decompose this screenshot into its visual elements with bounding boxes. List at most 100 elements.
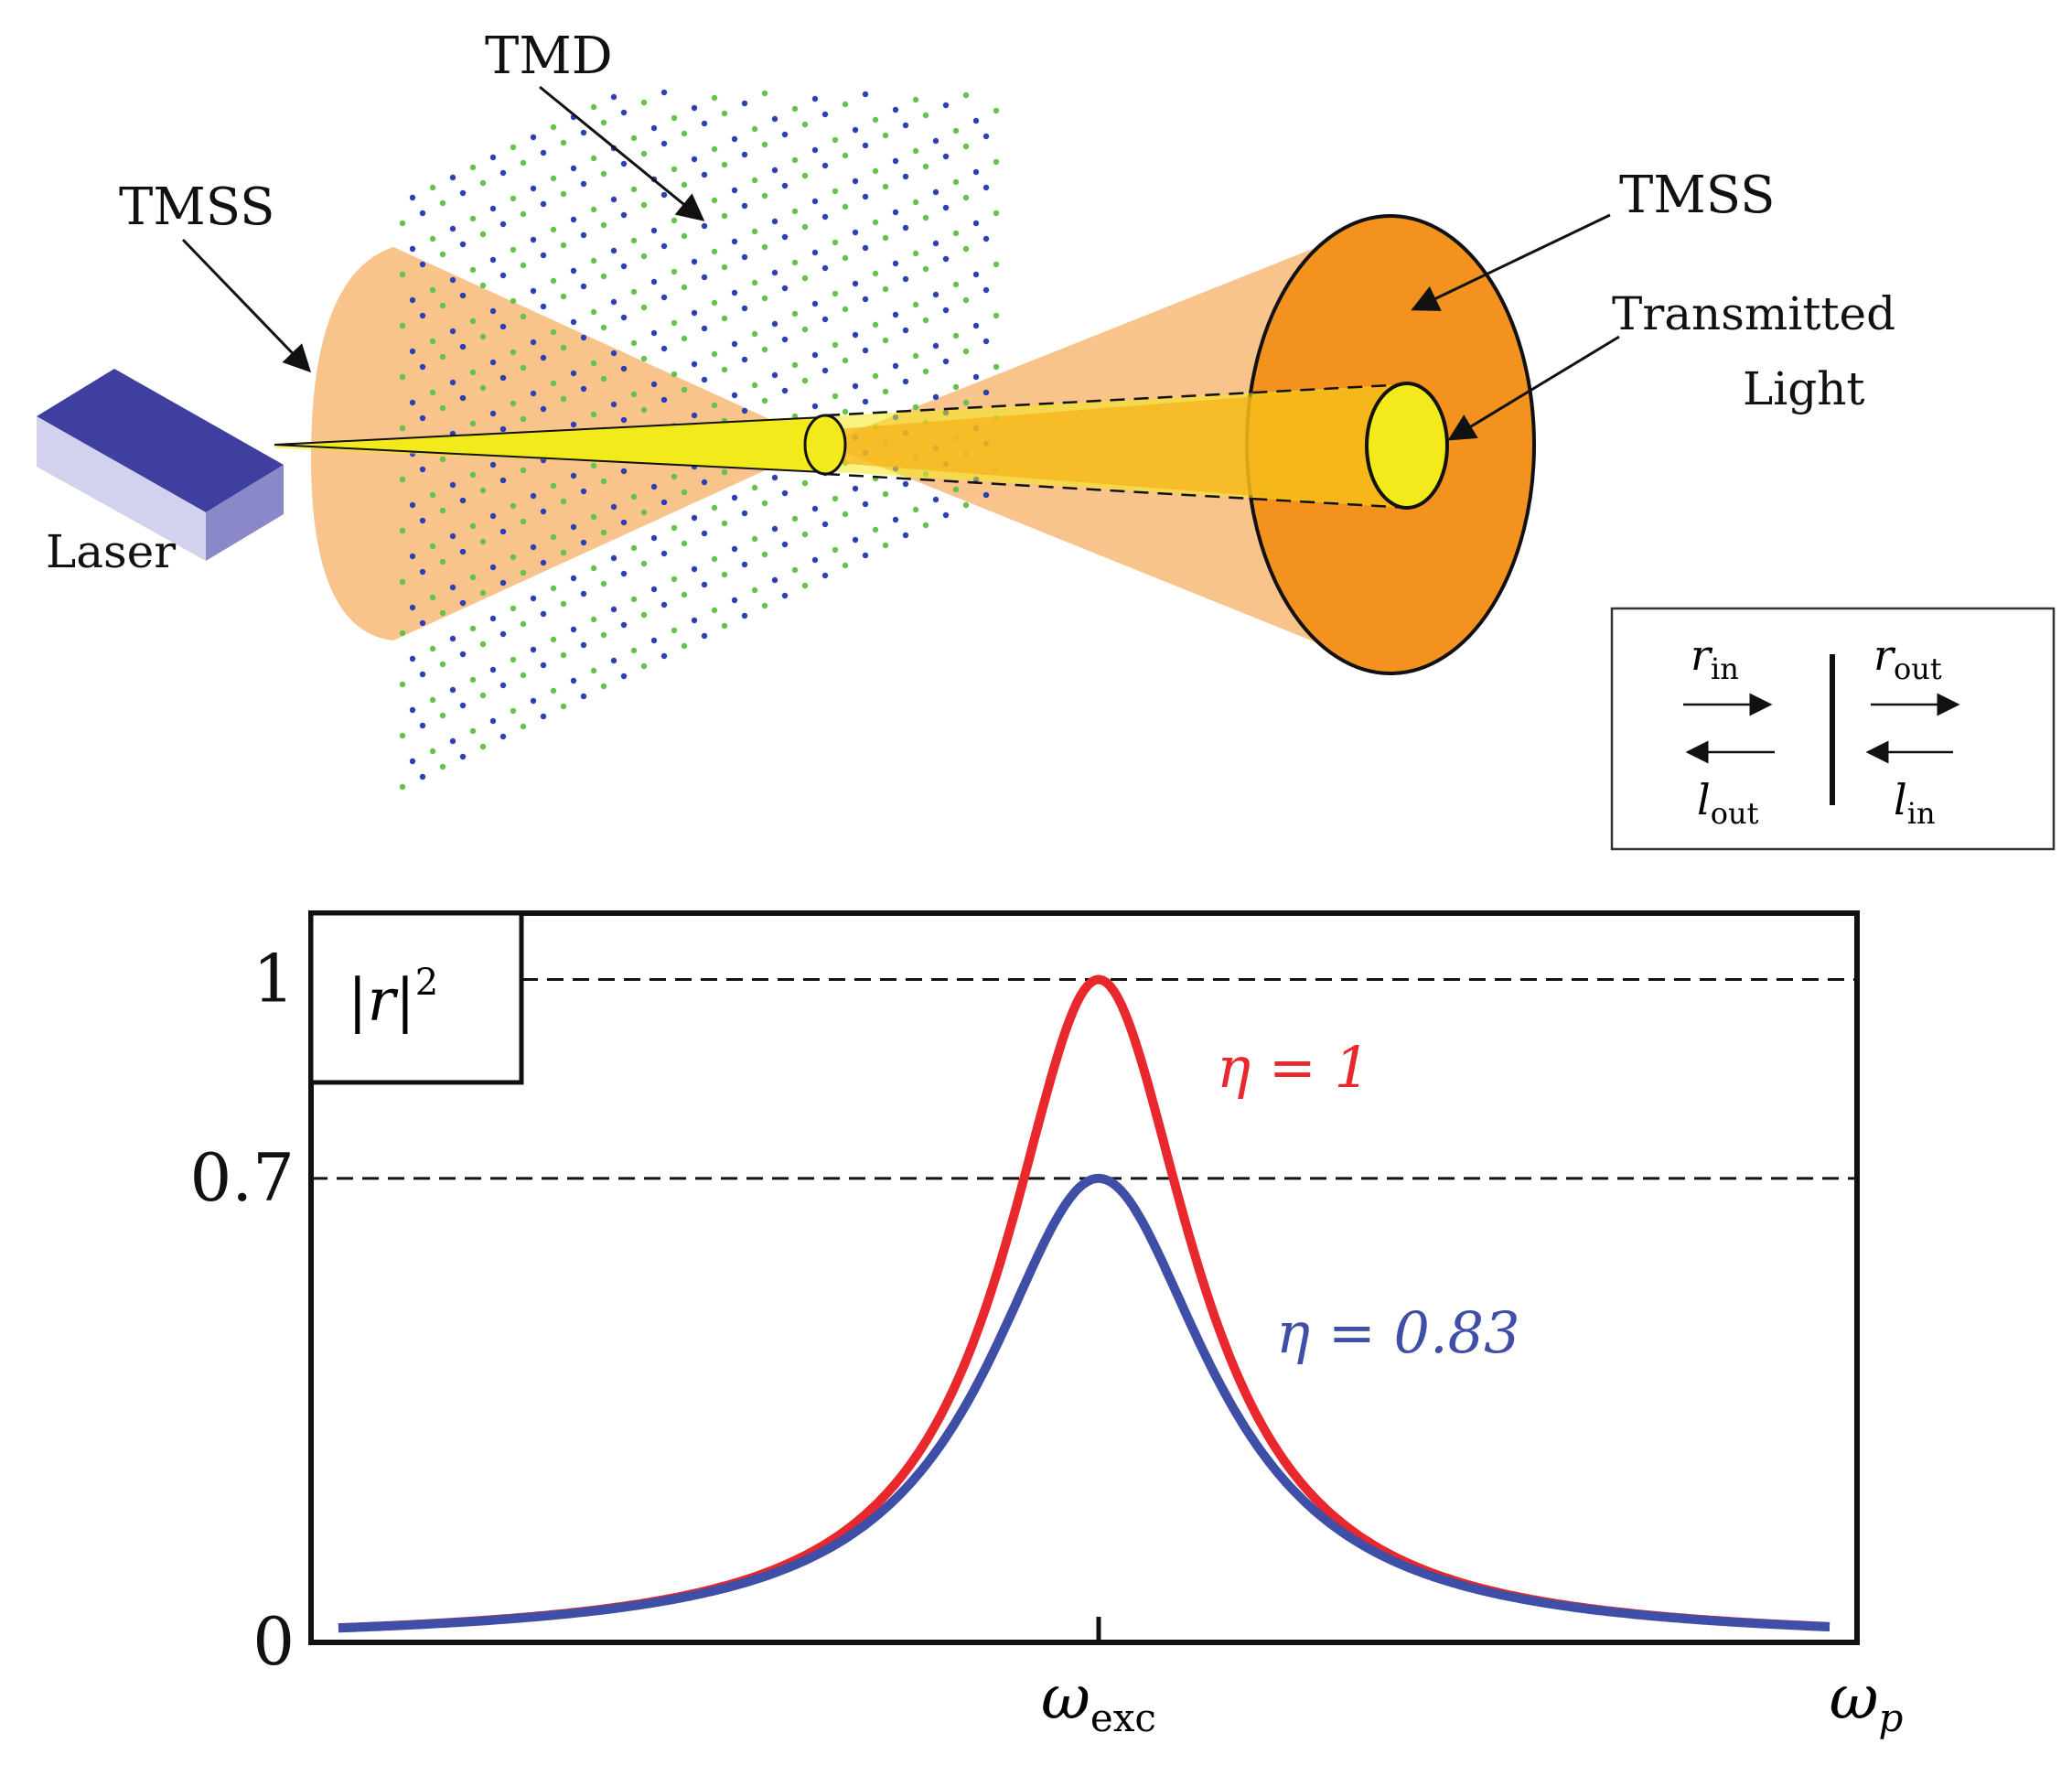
- lattice-atom: [520, 210, 527, 218]
- lattice-atom: [540, 610, 547, 618]
- lattice-atom: [842, 306, 849, 313]
- inset-l-in: lin: [1894, 775, 1936, 831]
- lattice-atom: [530, 236, 537, 243]
- lattice-atom: [419, 210, 426, 217]
- lattice-atom: [751, 177, 758, 184]
- lattice-atom: [590, 462, 597, 469]
- lattice-atom: [691, 361, 698, 368]
- lattice-atom: [972, 168, 980, 176]
- lattice-atom: [449, 379, 456, 386]
- lattice-atom: [681, 335, 688, 342]
- lattice-atom: [932, 137, 939, 145]
- lattice-atom: [560, 139, 567, 146]
- lattice-atom: [590, 308, 597, 316]
- lattice-atom: [811, 249, 819, 256]
- lattice-atom: [832, 495, 839, 502]
- lattice-atom: [630, 647, 638, 654]
- lattice-atom: [862, 244, 869, 252]
- lattice-atom: [590, 257, 597, 264]
- lattice-atom: [942, 307, 950, 314]
- lattice-atom: [610, 657, 617, 664]
- lattice-atom: [510, 246, 517, 253]
- lattice-atom: [660, 294, 668, 301]
- lattice-atom: [399, 732, 406, 739]
- lattice-atom: [671, 627, 678, 634]
- lattice-atom: [530, 339, 537, 346]
- lattice-atom: [570, 472, 577, 479]
- lattice-atom: [701, 222, 708, 230]
- lattice-atom: [781, 182, 789, 189]
- lattice-atom: [620, 109, 628, 116]
- lattice-atom: [580, 385, 587, 393]
- lattice-atom: [489, 410, 497, 417]
- lattice-atom: [610, 554, 617, 562]
- lattice-atom: [660, 191, 668, 199]
- lattice-atom: [771, 474, 778, 481]
- lattice-atom: [922, 265, 929, 273]
- lattice-atom: [671, 371, 678, 378]
- lattice-atom: [842, 562, 849, 569]
- tmd-label: TMD: [485, 27, 613, 86]
- lattice-atom: [701, 120, 708, 127]
- lattice-atom: [419, 619, 426, 627]
- lattice-atom: [429, 389, 436, 396]
- lattice-atom: [520, 364, 527, 371]
- lattice-atom: [520, 518, 527, 525]
- lattice-atom: [399, 271, 406, 278]
- lattice-atom: [791, 361, 799, 369]
- lattice-atom: [399, 578, 406, 586]
- lattice-atom: [630, 596, 638, 603]
- lattice-atom: [660, 601, 668, 608]
- lattice-atom: [580, 180, 587, 188]
- lattice-atom: [962, 296, 970, 304]
- lattice-atom: [560, 242, 567, 249]
- lattice-atom: [499, 323, 507, 330]
- lattice-atom: [449, 328, 456, 335]
- lattice-atom: [560, 190, 567, 198]
- lattice-atom: [640, 304, 648, 311]
- lattice-atom: [660, 242, 668, 250]
- lattice-atom: [771, 167, 778, 174]
- lattice-atom: [530, 185, 537, 192]
- lattice-atom: [489, 512, 497, 520]
- lattice-atom: [439, 558, 446, 565]
- lattice-atom: [982, 184, 990, 191]
- lattice-atom: [660, 345, 668, 352]
- lattice-atom: [620, 673, 628, 680]
- lattice-atom: [821, 367, 829, 374]
- lattice-atom: [671, 268, 678, 275]
- lattice-atom: [842, 152, 849, 159]
- lattice-atom: [489, 154, 497, 161]
- lattice-atom: [459, 394, 467, 402]
- lattice-atom: [650, 227, 658, 234]
- lattice-atom: [479, 333, 487, 340]
- lattice-atom: [419, 312, 426, 319]
- lattice-atom: [801, 531, 809, 538]
- lattice-atom: [781, 285, 789, 292]
- lattice-atom: [872, 526, 879, 533]
- lattice-atom: [630, 493, 638, 500]
- lattice-atom: [610, 196, 617, 203]
- lattice-atom: [429, 696, 436, 704]
- lattice-atom: [701, 325, 708, 332]
- lattice-atom: [580, 129, 587, 136]
- lattice-atom: [439, 456, 446, 463]
- lattice-atom: [660, 652, 668, 660]
- lattice-atom: [419, 671, 426, 678]
- lattice-atom: [439, 251, 446, 258]
- tmss-right-arrow: [1411, 213, 1611, 311]
- tmd-lattice: [399, 89, 1000, 791]
- lattice-atom: [751, 125, 758, 133]
- lattice-atom: [570, 165, 577, 172]
- lattice-atom: [711, 248, 718, 255]
- tmss-left-label: TMSS: [119, 178, 274, 237]
- lattice-atom: [811, 505, 819, 512]
- lattice-atom: [721, 161, 728, 168]
- lattice-atom: [580, 334, 587, 341]
- lattice-atom: [681, 642, 688, 650]
- lattice-atom: [862, 347, 869, 354]
- lattice-atom: [530, 134, 537, 141]
- lattice-atom: [550, 636, 557, 643]
- lattice-atom: [912, 506, 919, 513]
- lattice-atom: [681, 232, 688, 240]
